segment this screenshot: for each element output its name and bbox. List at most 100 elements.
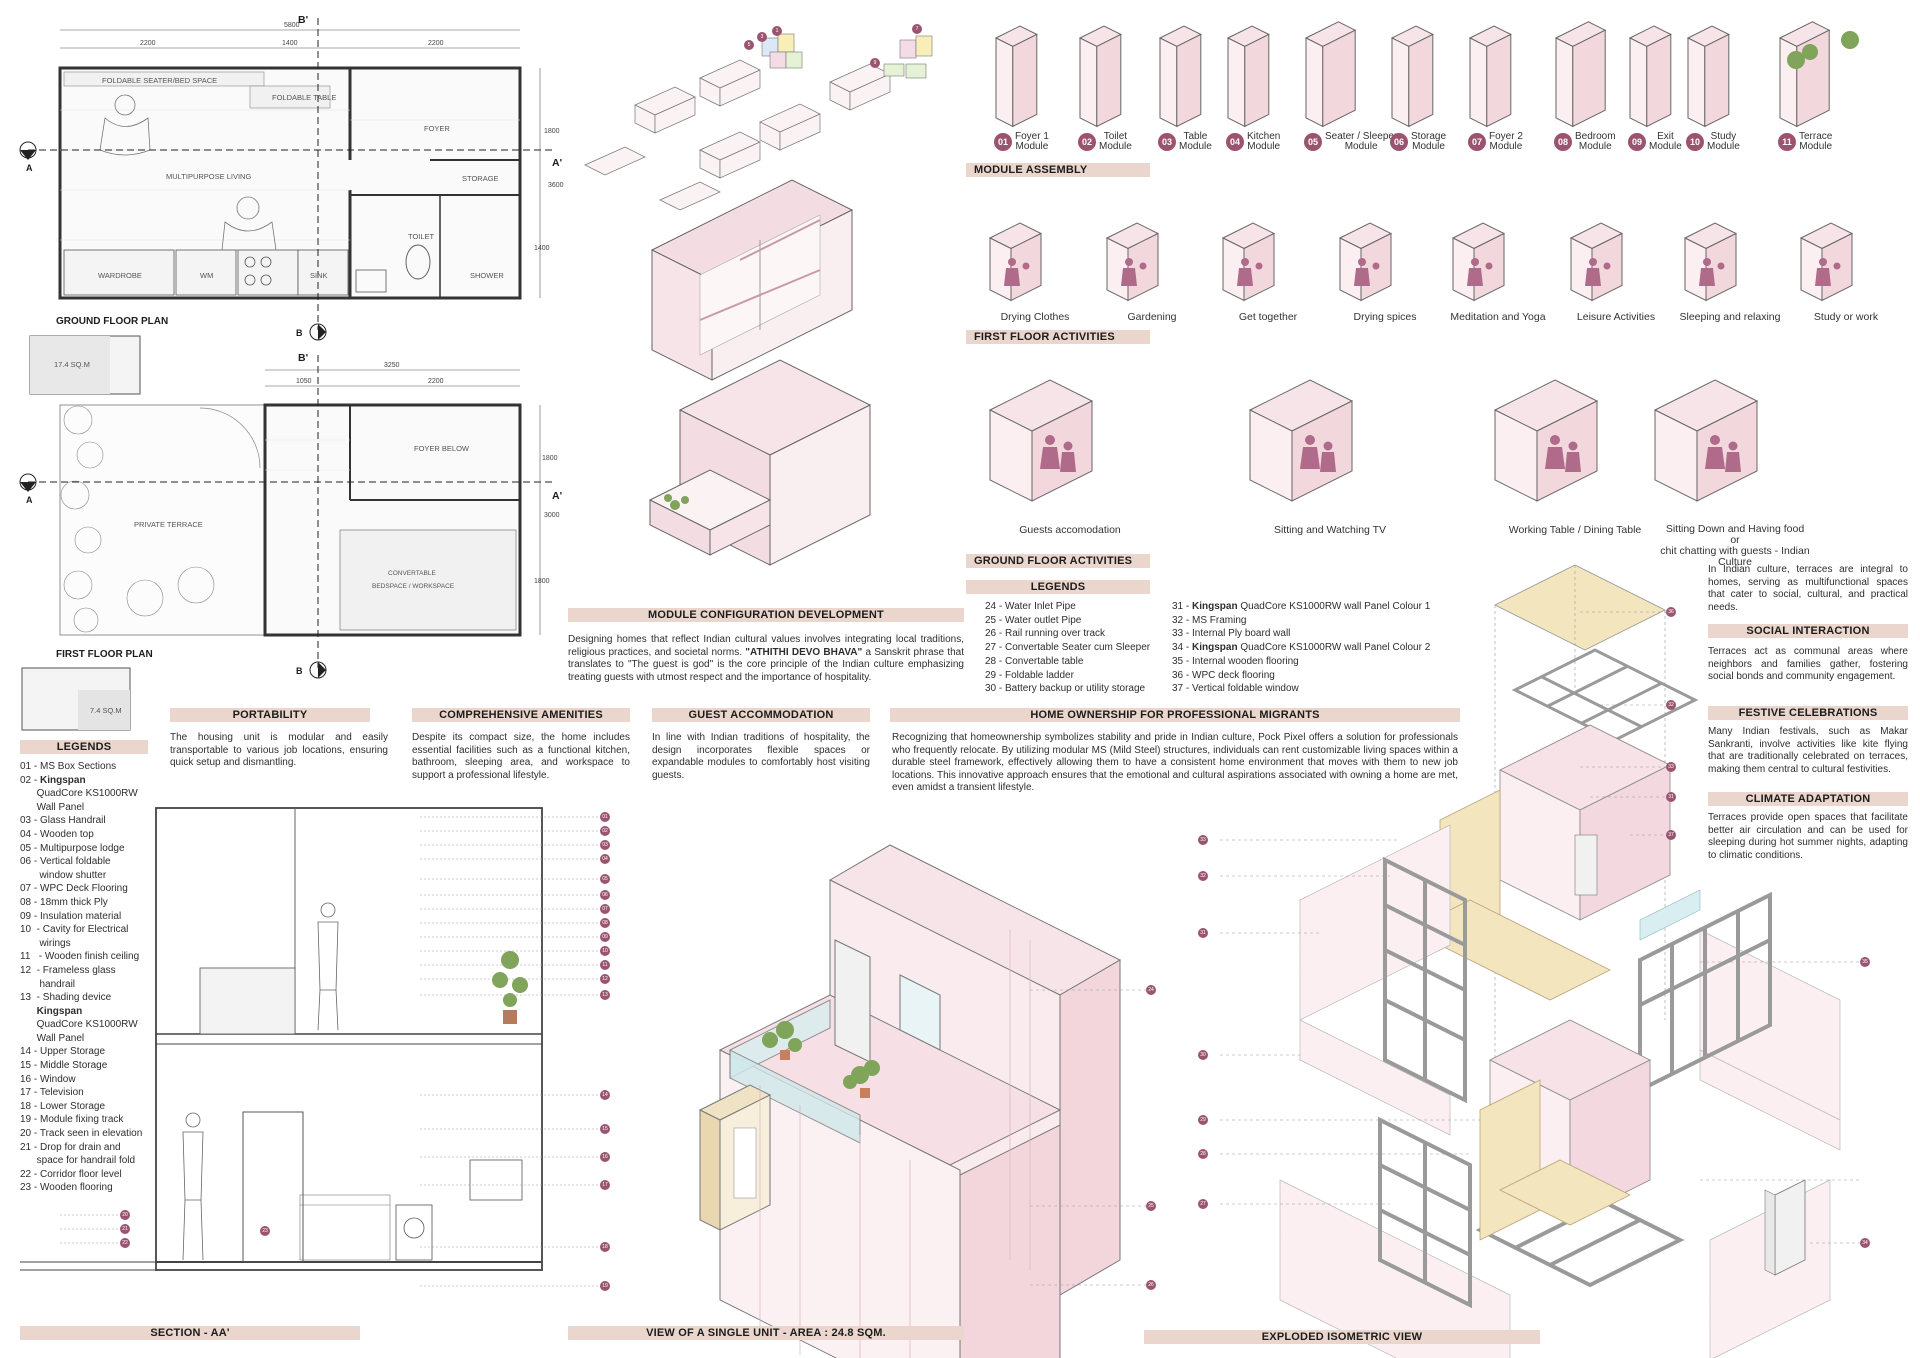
legend-item: wirings [20, 937, 71, 949]
section-callout: 04 [600, 854, 610, 864]
single-unit-title: VIEW OF A SINGLE UNIT - AREA : 24.8 SQM. [568, 1326, 964, 1340]
config-text-b: "ATHITHI DEVO BHAVA" [745, 646, 863, 658]
gf-dim-overall: 5800 [284, 22, 300, 29]
legend-item: 26 - Rail running over track [985, 628, 1106, 640]
module-configuration-title: MODULE CONFIGURATION DEVELOPMENT [568, 608, 964, 622]
module-cube [1390, 25, 1434, 128]
gf-activity-label: Sitting and Watching TV [1273, 524, 1387, 536]
exploded-callout: 28 [1198, 1149, 1208, 1159]
festive-text: Many Indian festivals, such as Makar San… [1708, 726, 1908, 775]
gf-room-storage: STORAGE [462, 174, 499, 183]
legends-mid-col2: 31 - Kingspan QuadCore KS1000RW wall Pan… [1172, 600, 1430, 696]
ff-room-bedspace-2: BEDSPACE / WORKSPACE [372, 583, 455, 590]
gf-room-seater: FOLDABLE SEATER/BED SPACE [102, 76, 218, 85]
exploded-callout: 33 [1198, 835, 1208, 845]
ff-activity-label: Study or work [1813, 311, 1879, 323]
legend-item: 32 - MS Framing [1172, 614, 1247, 626]
ff-activity-label: Drying Clothes [1000, 311, 1070, 323]
gf-marker-a-prime: A' [552, 157, 563, 169]
section-aa-title: SECTION - AA' [20, 1326, 360, 1340]
module-cube [1554, 21, 1607, 128]
guest-title: GUEST ACCOMMODATION [652, 708, 870, 722]
module-cube [1304, 21, 1357, 128]
module-name-line: Foyer 1 [1015, 131, 1049, 142]
module-cube [1628, 25, 1672, 128]
module-name-line: Module [1578, 141, 1612, 152]
legend-item: 27 - Convertable Seater cum Sleeper [985, 642, 1151, 654]
module-name-line: Table [1183, 131, 1208, 142]
module-cube [1158, 25, 1202, 128]
module-name-line: Terrace [1799, 131, 1833, 142]
module-cube [994, 25, 1038, 128]
module-name-line: Module [1412, 141, 1445, 152]
ground-floor-activities-title: GROUND FLOOR ACTIVITIES [966, 554, 1150, 568]
module-name-line: Study [1710, 131, 1737, 142]
terrace-plant [1787, 31, 1859, 69]
activity-figure [1121, 258, 1147, 286]
module-configuration-text: Designing homes that reflect Indian cult… [568, 634, 964, 684]
legend-item: 02 - Kingspan [20, 774, 86, 786]
legend-item: 11 - Wooden finish ceiling [20, 951, 140, 963]
legend-item: 12 - Frameless glass [20, 964, 116, 976]
section-callout: 06 [600, 890, 610, 900]
ff-activity-label: Get together [1238, 311, 1298, 323]
activity-figure [1467, 258, 1493, 286]
gf-activity-figure [1705, 435, 1741, 472]
module-cube [1468, 25, 1512, 128]
first-floor-plan-title: FIRST FLOOR PLAN [56, 649, 153, 660]
module-number-badge: 01 [994, 133, 1012, 151]
legend-item: 06 - Vertical foldable [20, 856, 111, 868]
activity-figure [1354, 258, 1380, 286]
module-number-badge: 02 [1078, 133, 1096, 151]
gf-activity-cube [1653, 379, 1759, 502]
unit-callout-24: 24 [1146, 985, 1156, 995]
gf-area-label: 17.4 SQ.M [54, 360, 90, 369]
module-name-line: Bedroom [1575, 131, 1616, 142]
module-number-badge: 06 [1390, 133, 1408, 151]
module-number-badge: 08 [1554, 133, 1572, 151]
ff-room-foyer-below: FOYER BELOW [414, 444, 470, 453]
module-number-badge: 04 [1226, 133, 1244, 151]
legend-item: QuadCore KS1000RW [20, 788, 138, 800]
amenities-text: Despite its compact size, the home inclu… [412, 732, 630, 781]
ownership-text: Recognizing that homeownership symbolize… [892, 732, 1458, 794]
legend-item: 21 - Drop for drain and [20, 1141, 121, 1153]
legend-item: 30 - Battery backup or utility storage [985, 683, 1146, 695]
portability-title: PORTABILITY [170, 708, 370, 722]
first-floor-activities-title: FIRST FLOOR ACTIVITIES [966, 330, 1150, 344]
legend-item: 33 - Internal Ply board wall [1172, 628, 1291, 640]
module-number-badge: 05 [1304, 133, 1322, 151]
config-callout: 1 [772, 26, 782, 36]
section-callout: 13 [600, 990, 610, 1000]
module-name-line: Seater / Sleeper [1325, 131, 1398, 142]
legend-item: 01 - MS Box Sections [20, 761, 117, 772]
gf-activity-last-line: chit chatting with guests - Indian [1660, 545, 1810, 557]
exploded-callout: 32 [1666, 700, 1676, 710]
section-callout: 14 [600, 1090, 610, 1100]
legend-item: 23 - Wooden flooring [20, 1182, 113, 1194]
legend-item: 05 - Multipurpose lodge [20, 842, 125, 854]
gf-dim-seg3: 2200 [428, 40, 444, 47]
gf-room-table: FOLDABLE TABLE [272, 93, 337, 102]
section-callout: 05 [600, 874, 610, 884]
config-text-c: a Sanskrit phrase that translates to "Th… [568, 646, 964, 683]
section-callout: 16 [600, 1152, 610, 1162]
exploded-callout: 27 [1198, 1199, 1208, 1209]
climate-title: CLIMATE ADAPTATION [1708, 792, 1908, 806]
section-callout: 19 [600, 1281, 610, 1291]
module-name-line: Module [1179, 141, 1212, 152]
activity-figure [1699, 258, 1725, 286]
ff-room-terrace: PRIVATE TERRACE [134, 520, 203, 529]
section-callout: 03 [600, 840, 610, 850]
